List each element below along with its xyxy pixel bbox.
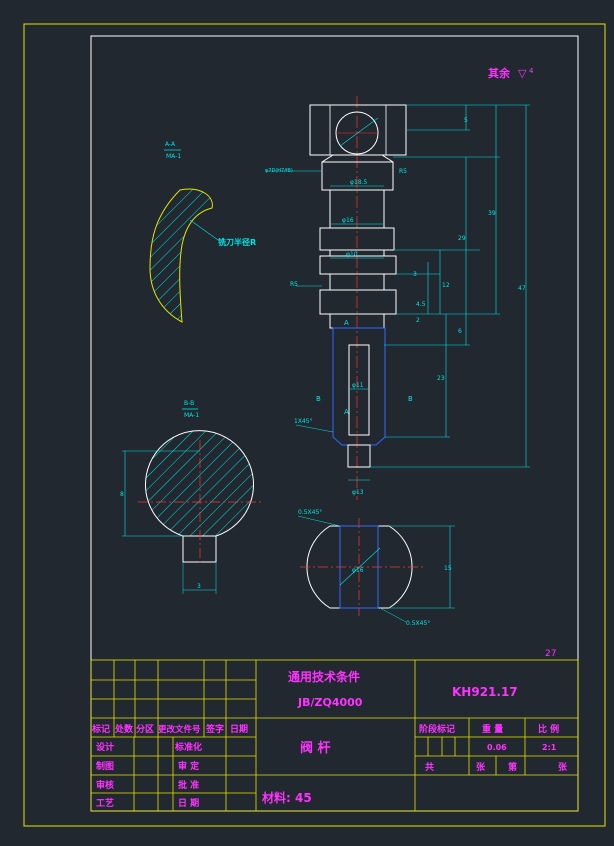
sheet-number: 27 bbox=[545, 649, 556, 659]
sheets-page: 第 bbox=[508, 761, 517, 773]
roughness-symbol: ▽ bbox=[518, 67, 527, 80]
section-mark-a-lower: A bbox=[344, 408, 349, 416]
rev-header-5: 日期 bbox=[230, 723, 248, 735]
std-title: 通用技术条件 bbox=[288, 669, 360, 684]
dim-12: 12 bbox=[442, 282, 450, 289]
rev-header-1: 处数 bbox=[114, 723, 134, 735]
dim-47: 47 bbox=[518, 285, 526, 292]
chamfer-bottom: 0.5X45° bbox=[406, 620, 430, 627]
dim-r-left: R5 bbox=[290, 281, 298, 288]
sheets-unit1: 张 bbox=[476, 761, 486, 773]
mid-row-2: 批 准 bbox=[178, 779, 199, 791]
dim-phi-16: φ16 bbox=[342, 217, 354, 224]
sheets-unit2: 张 bbox=[558, 761, 568, 773]
section-mark-b-right: B bbox=[408, 395, 413, 403]
outer-border bbox=[23, 23, 606, 827]
rev-header-2: 分区 bbox=[136, 723, 154, 735]
rev-header-0: 标记 bbox=[91, 723, 110, 735]
dim-2: 2 bbox=[416, 317, 420, 324]
mid-row-0: 标准化 bbox=[174, 741, 202, 753]
dim-chamfer-1x45: 1X45° bbox=[294, 418, 313, 425]
std-code: JB/ZQ4000 bbox=[297, 696, 363, 709]
dim-phi-hole: φ7D(H7/f8) bbox=[265, 168, 293, 174]
rev-header-3: 更改文件号 bbox=[158, 724, 201, 735]
drawing-no: KH921.17 bbox=[452, 685, 518, 699]
chamfer-top: 0.5X45° bbox=[298, 509, 322, 516]
roughness-value: 4 bbox=[529, 67, 534, 75]
dim-6: 6 bbox=[458, 328, 462, 335]
scale-label: 比 例 bbox=[538, 723, 559, 735]
left-row-0: 设计 bbox=[96, 741, 114, 753]
left-row-1: 制图 bbox=[96, 760, 114, 772]
dim-3: 3 bbox=[413, 271, 417, 278]
dim-top-5: 5 bbox=[464, 117, 468, 124]
dim-29: 29 bbox=[458, 235, 466, 242]
dim-r-top: R5 bbox=[399, 168, 407, 175]
section-mark-a: A bbox=[344, 319, 349, 327]
dim-phi-11: φ11 bbox=[352, 382, 364, 389]
left-row-2: 审核 bbox=[96, 779, 114, 791]
circle-height-dim: 15 bbox=[444, 565, 452, 572]
left-row-3: 工艺 bbox=[96, 797, 114, 809]
mid-row-1: 审 定 bbox=[178, 760, 200, 772]
stage-label: 阶段标记 bbox=[419, 723, 455, 735]
dim-4-5: 4.5 bbox=[416, 301, 426, 308]
dim-23: 23 bbox=[437, 375, 445, 382]
roughness-note: 其余 bbox=[488, 66, 511, 80]
mid-row-3: 日 期 bbox=[178, 797, 199, 809]
circle-view: φ16 15 0.5X45° 0.5X45° bbox=[297, 509, 455, 627]
section-aa-scale: MA-1 bbox=[166, 153, 181, 160]
main-view: 5 39 29 47 12 3 4.5 2 6 23 φ18.5 φ16 φ10… bbox=[265, 96, 530, 500]
weight-label: 重 量 bbox=[482, 723, 503, 735]
scale-value: 2:1 bbox=[542, 743, 557, 752]
section-bb-label: B-B bbox=[184, 400, 194, 407]
section-mark-b-left: B bbox=[316, 395, 321, 403]
section-aa: A-A MA-1 铣刀半径R bbox=[149, 141, 256, 323]
bb-slot-dim: 3 bbox=[197, 583, 201, 590]
circle-phi-dim: φ16 bbox=[352, 567, 364, 574]
section-aa-note: 铣刀半径R bbox=[218, 237, 256, 247]
dim-phi-bottom: φ13 bbox=[352, 489, 364, 496]
title-block bbox=[90, 659, 579, 812]
rev-header-4: 签字 bbox=[205, 723, 224, 735]
dim-phi-185: φ18.5 bbox=[350, 179, 368, 186]
dim-39: 39 bbox=[488, 210, 496, 217]
bb-height-dim: 8 bbox=[120, 491, 124, 498]
section-bb: B-B MA-1 8 3 bbox=[120, 400, 262, 594]
dim-phi-10: φ10 bbox=[346, 251, 358, 258]
sheets-total: 共 bbox=[425, 761, 434, 773]
weight-value: 0.06 bbox=[487, 743, 507, 752]
title-block-text: 通用技术条件 JB/ZQ4000 KH921.17 阀 杆 材料: 45 标记 … bbox=[91, 669, 568, 809]
material: 材料: 45 bbox=[261, 790, 312, 805]
section-aa-label: A-A bbox=[165, 141, 176, 148]
part-name: 阀 杆 bbox=[300, 740, 331, 756]
section-bb-scale: MA-1 bbox=[184, 412, 199, 419]
